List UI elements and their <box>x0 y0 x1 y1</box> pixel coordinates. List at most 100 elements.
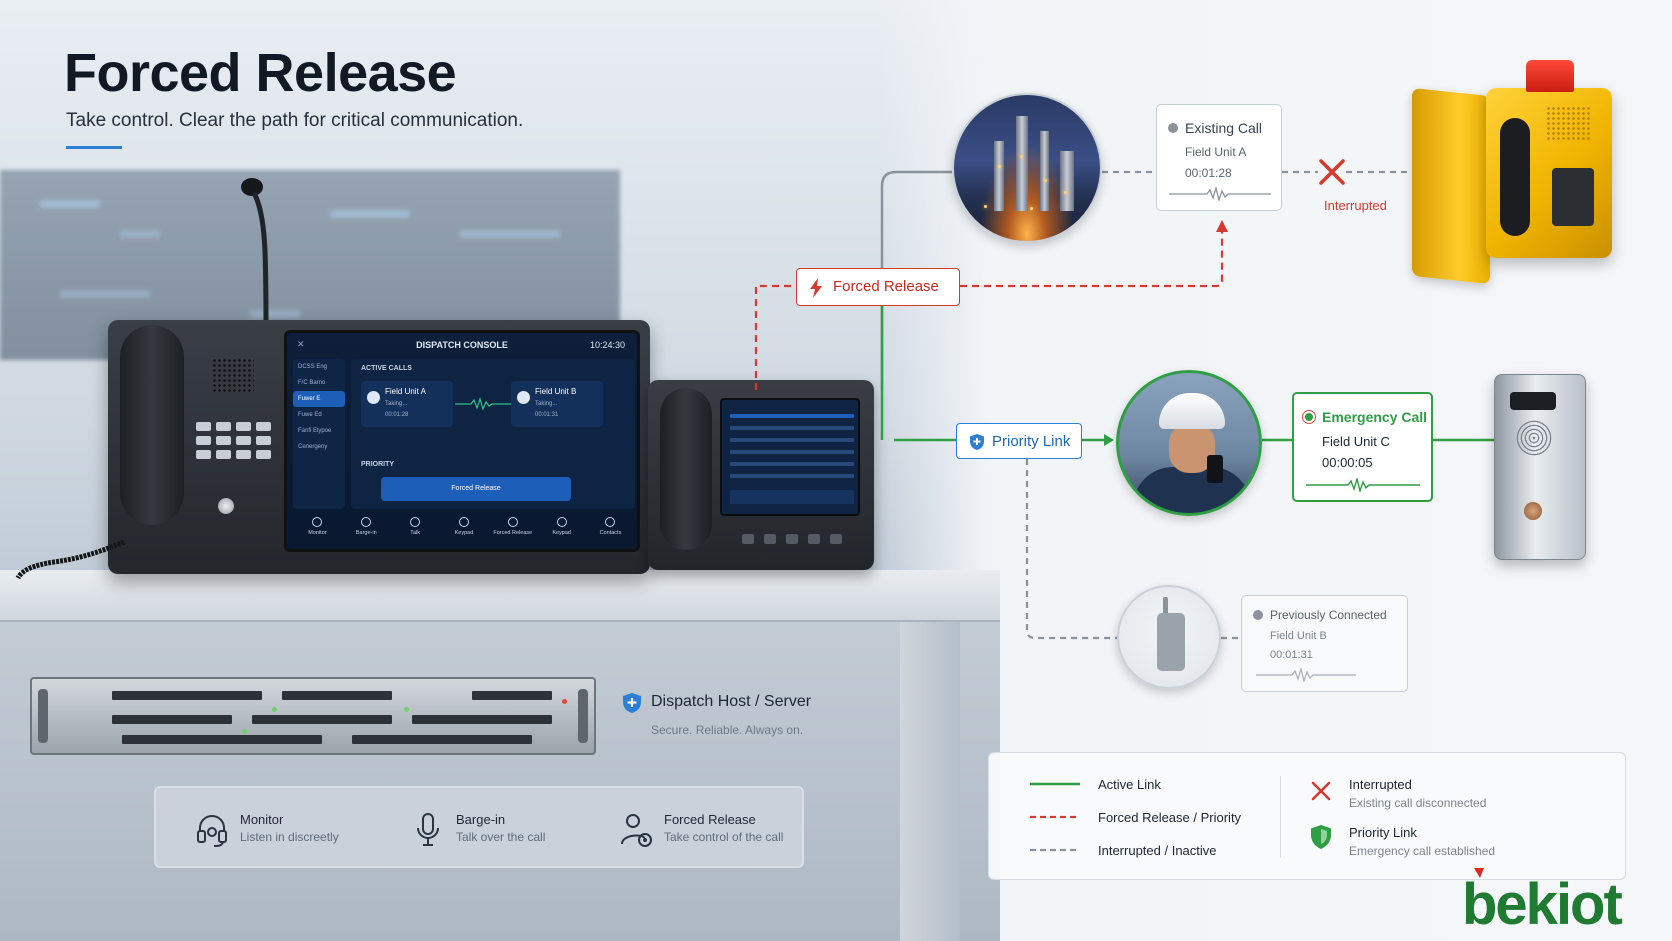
status-dot <box>1168 123 1178 133</box>
feature-barge-in[interactable]: Barge-in Talk over the call <box>412 810 582 850</box>
emergency-phone-keypad[interactable] <box>1552 168 1594 226</box>
card-duration: 00:00:05 <box>1322 455 1373 470</box>
user-gear-icon <box>621 814 652 847</box>
forced-release-tag[interactable]: Forced Release <box>796 268 960 306</box>
toolbar-button[interactable]: Monitor <box>295 513 339 549</box>
tag-label: Forced Release <box>833 278 939 295</box>
toolbar-button[interactable]: Barge-in <box>344 513 388 549</box>
emergency-phone-door <box>1412 87 1490 285</box>
page-subtitle: Take control. Clear the path for critica… <box>66 110 524 131</box>
beacon-light-icon <box>1526 60 1574 92</box>
toolbar-button[interactable]: Keypad <box>442 513 486 549</box>
screen-clock: 10:24:30 <box>589 340 625 350</box>
screen-call-card[interactable]: Field Unit A Taking... 00:01:28 <box>361 381 453 427</box>
field-worker-photo <box>1116 370 1262 516</box>
screen-call-card[interactable]: Field Unit B Taking... 00:01:31 <box>511 381 603 427</box>
card-header: Previously Connected <box>1270 608 1387 622</box>
headset-icon <box>197 815 227 847</box>
screen-header: ✕ DISPATCH CONSOLE 10:24:30 <box>287 333 637 357</box>
console-handset[interactable] <box>120 325 184 525</box>
screen-title: DISPATCH CONSOLE <box>416 340 508 350</box>
user-icon <box>507 517 518 527</box>
toolbar-button[interactable]: Contacts <box>588 513 632 549</box>
waveform-icon <box>1306 478 1420 492</box>
title-accent-bar <box>66 146 122 149</box>
emergency-call-card[interactable]: Emergency Call Field Unit C 00:00:05 <box>1292 392 1433 502</box>
host-title: Dispatch Host / Server <box>651 693 812 710</box>
headset-icon <box>312 517 323 527</box>
industrial-site-photo <box>952 93 1102 243</box>
desk-leg <box>900 622 960 941</box>
legend-item: Active Link <box>1098 777 1161 792</box>
intercom-call-button[interactable] <box>1524 502 1542 520</box>
screen-forced-release-button[interactable]: Forced Release <box>381 477 571 501</box>
call-unit-name: Field Unit A <box>385 387 426 396</box>
desk-phone-screen[interactable] <box>720 398 860 516</box>
existing-call-card[interactable]: Existing Call Field Unit A 00:01:28 <box>1156 104 1282 211</box>
legend-status-desc: Existing call disconnected <box>1349 796 1487 810</box>
screen-sidebar-item[interactable]: Fanfi Elypoe <box>298 428 332 434</box>
screen-sidebar-item[interactable]: Fuwer E <box>293 391 345 407</box>
dispatch-server-rack <box>30 677 596 755</box>
desk-phone-buttons[interactable] <box>742 534 842 546</box>
shield-plus-icon <box>623 693 641 713</box>
card-header: Existing Call <box>1185 120 1263 136</box>
svg-text:bekiot: bekiot <box>1462 872 1622 934</box>
toolbar-button[interactable]: Forced Release <box>491 513 535 549</box>
keypad-icon <box>458 517 469 527</box>
legend-item: Forced Release / Priority <box>1098 810 1242 825</box>
bekiot-logo: bekiot <box>1462 868 1624 934</box>
legend-line-swatches <box>1030 782 1080 852</box>
screen-bottom-toolbar: Monitor Barge-in Talk Keypad Forced Rele… <box>293 513 635 549</box>
screen-sidebar: DCSS Eng F/C Barno Fuwer E Fuwe Ed Fanfi… <box>293 359 345 509</box>
screen-sidebar-item[interactable]: Cenergeny <box>298 444 328 450</box>
priority-link-tag[interactable]: Priority Link <box>956 423 1082 459</box>
card-duration: 00:01:31 <box>1270 649 1313 661</box>
feature-bar: Monitor Listen in discreetly Barge-in Ta… <box>154 786 804 868</box>
waveform-icon <box>1256 668 1356 682</box>
toolbar-button[interactable]: Talk <box>393 513 437 549</box>
console-knob[interactable] <box>218 498 234 514</box>
active-calls-label: ACTIVE CALLS <box>361 365 412 372</box>
contacts-icon <box>605 517 616 527</box>
status-dot <box>1253 610 1263 620</box>
call-status: Taking... <box>385 401 408 407</box>
tag-label: Priority Link <box>992 433 1071 450</box>
lightning-icon <box>810 278 822 298</box>
previous-call-card[interactable]: Previously Connected Field Unit B 00:01:… <box>1241 595 1408 692</box>
feature-forced-release[interactable]: Forced Release Take control of the call <box>620 810 800 850</box>
status-dot <box>1305 413 1313 421</box>
legend-panel <box>988 752 1626 880</box>
card-unit: Field Unit A <box>1185 145 1247 159</box>
screen-sidebar-item[interactable]: F/C Barno <box>298 380 326 386</box>
console-touchscreen[interactable]: ✕ DISPATCH CONSOLE 10:24:30 DCSS Eng F/C… <box>284 330 640 552</box>
feature-desc: Talk over the call <box>456 830 546 844</box>
emergency-phone-handset[interactable] <box>1500 118 1530 236</box>
desk-front <box>0 622 1000 941</box>
feature-monitor[interactable]: Monitor Listen in discreetly <box>196 810 366 850</box>
screen-sidebar-item[interactable]: Fuwe Ed <box>298 412 322 418</box>
waveform-icon <box>1169 187 1271 201</box>
call-duration: 00:01:31 <box>535 412 559 418</box>
user-avatar-icon <box>517 391 530 404</box>
toolbar-button[interactable]: Keypad <box>540 513 584 549</box>
card-header: Emergency Call <box>1322 409 1428 425</box>
screen-close-icon[interactable]: ✕ <box>297 339 305 349</box>
call-status: Taking... <box>535 401 558 407</box>
console-keypad[interactable] <box>196 422 271 459</box>
card-duration: 00:01:28 <box>1185 166 1232 180</box>
gooseneck-microphone-icon <box>241 178 269 334</box>
desk-phone-handset[interactable] <box>660 388 712 550</box>
desk-surface <box>0 570 1000 622</box>
feature-title: Forced Release <box>664 812 756 827</box>
call-duration: 00:01:28 <box>385 412 409 418</box>
microphone-icon <box>417 813 439 846</box>
grid-icon <box>556 517 567 527</box>
priority-label: PRIORITY <box>361 461 395 468</box>
screen-main-panel: ACTIVE CALLS Field Unit A Taking... 00:0… <box>351 359 635 509</box>
feature-desc: Listen in discreetly <box>240 830 339 844</box>
screen-sidebar-item[interactable]: DCSS Eng <box>298 364 328 370</box>
handheld-radio-photo <box>1117 585 1221 689</box>
card-unit: Field Unit C <box>1322 434 1390 449</box>
